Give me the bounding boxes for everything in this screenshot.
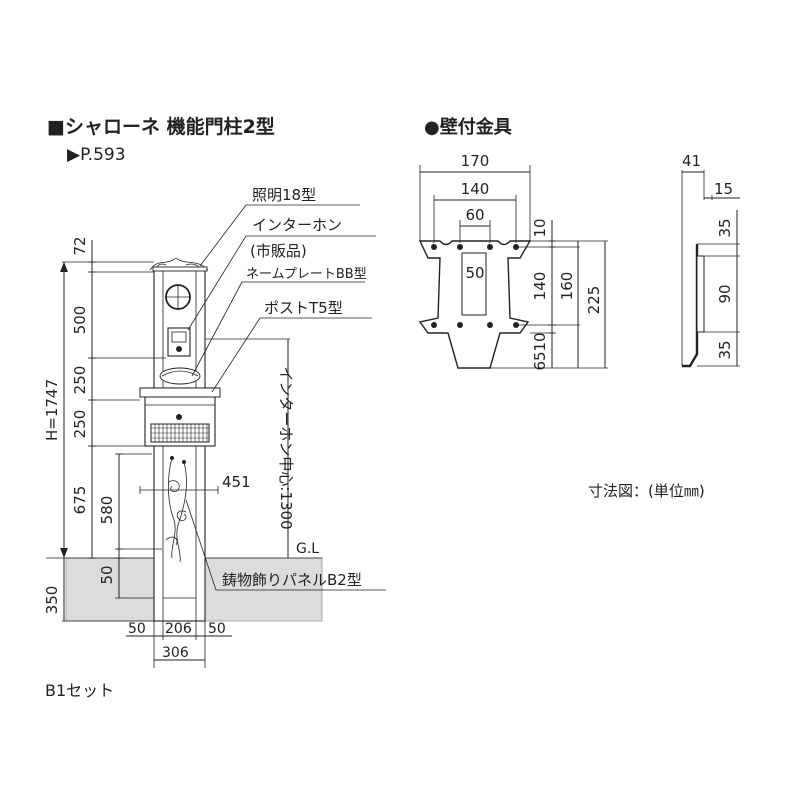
scale-note: 寸法図：(単位㎜) [588,482,705,500]
mailbox [139,387,221,447]
component-leaders [185,204,386,591]
dim-580: 580 [98,496,116,525]
set-label: B1セット [45,681,114,700]
bracket-dim-140-v: 140 [531,272,549,301]
side-dim-15: 15 [714,180,733,198]
light-fixture [149,257,209,272]
dim-500: 500 [71,306,89,335]
total-height-label: H=1747 [43,379,61,441]
label-post: ポストT5型 [264,299,343,317]
side-view-dimensions [681,170,740,367]
bracket-title: ●壁付金具 [424,116,512,138]
bracket-front-view [418,240,532,369]
dim-width-50-right: 50 [208,621,226,637]
side-dim-35-top: 35 [716,218,734,237]
nameplate [159,367,201,385]
label-panel: 鋳物飾りパネルB2型 [222,571,362,589]
dim-675: 675 [71,486,89,515]
dim-72: 72 [71,236,89,255]
ground-level-label: G.L [296,541,319,557]
bracket-dim-225: 225 [585,286,603,315]
decorative-panel [165,456,187,563]
arrow-down [60,548,68,558]
bracket-dim-65: 65 [531,351,549,370]
dim-width-50-left: 50 [128,621,146,637]
intercom-center-label: インターホン中心:1300 [277,366,295,529]
bracket-center-50: 50 [465,264,484,282]
dim-width-306: 306 [162,645,189,661]
bracket-side-view [682,244,705,368]
dim-width-206: 206 [165,621,192,637]
post-height-chain [88,240,96,559]
bracket-height-dimensions [490,220,608,369]
dim-350: 350 [43,586,61,615]
label-nameplate: ネームプレートBB型 [246,267,367,282]
bracket-dim-10-top: 10 [531,218,549,237]
side-dim-35-bottom: 35 [716,340,734,359]
bracket-dim-140: 140 [461,180,490,198]
post-extension-lines [62,261,166,622]
dim-451: 451 [222,473,251,491]
bracket-width-dimensions [419,165,531,243]
bracket-dim-10-bottom: 10 [531,332,549,351]
product-title: ■シャローネ 機能門柱2型 [47,115,275,138]
bracket-dim-170: 170 [461,152,490,170]
dim-50-vertical: 50 [98,565,116,584]
panel-height-chain [115,453,154,599]
label-intercom: インターホン [252,216,342,234]
label-light: 照明18型 [252,186,316,204]
page-reference: ▶P.593 [67,145,126,165]
label-intercom-note: (市販品) [250,242,307,260]
side-dim-90: 90 [716,284,734,303]
dim-250-lower: 250 [71,410,89,439]
arrow-up [60,262,68,272]
round-window [165,284,191,310]
bracket-dim-60: 60 [465,206,484,224]
intercom-device [167,327,191,357]
dim-250-upper: 250 [71,366,89,395]
side-dim-41: 41 [682,152,701,170]
width-dimensions [126,621,232,668]
bracket-dim-160: 160 [558,272,576,301]
